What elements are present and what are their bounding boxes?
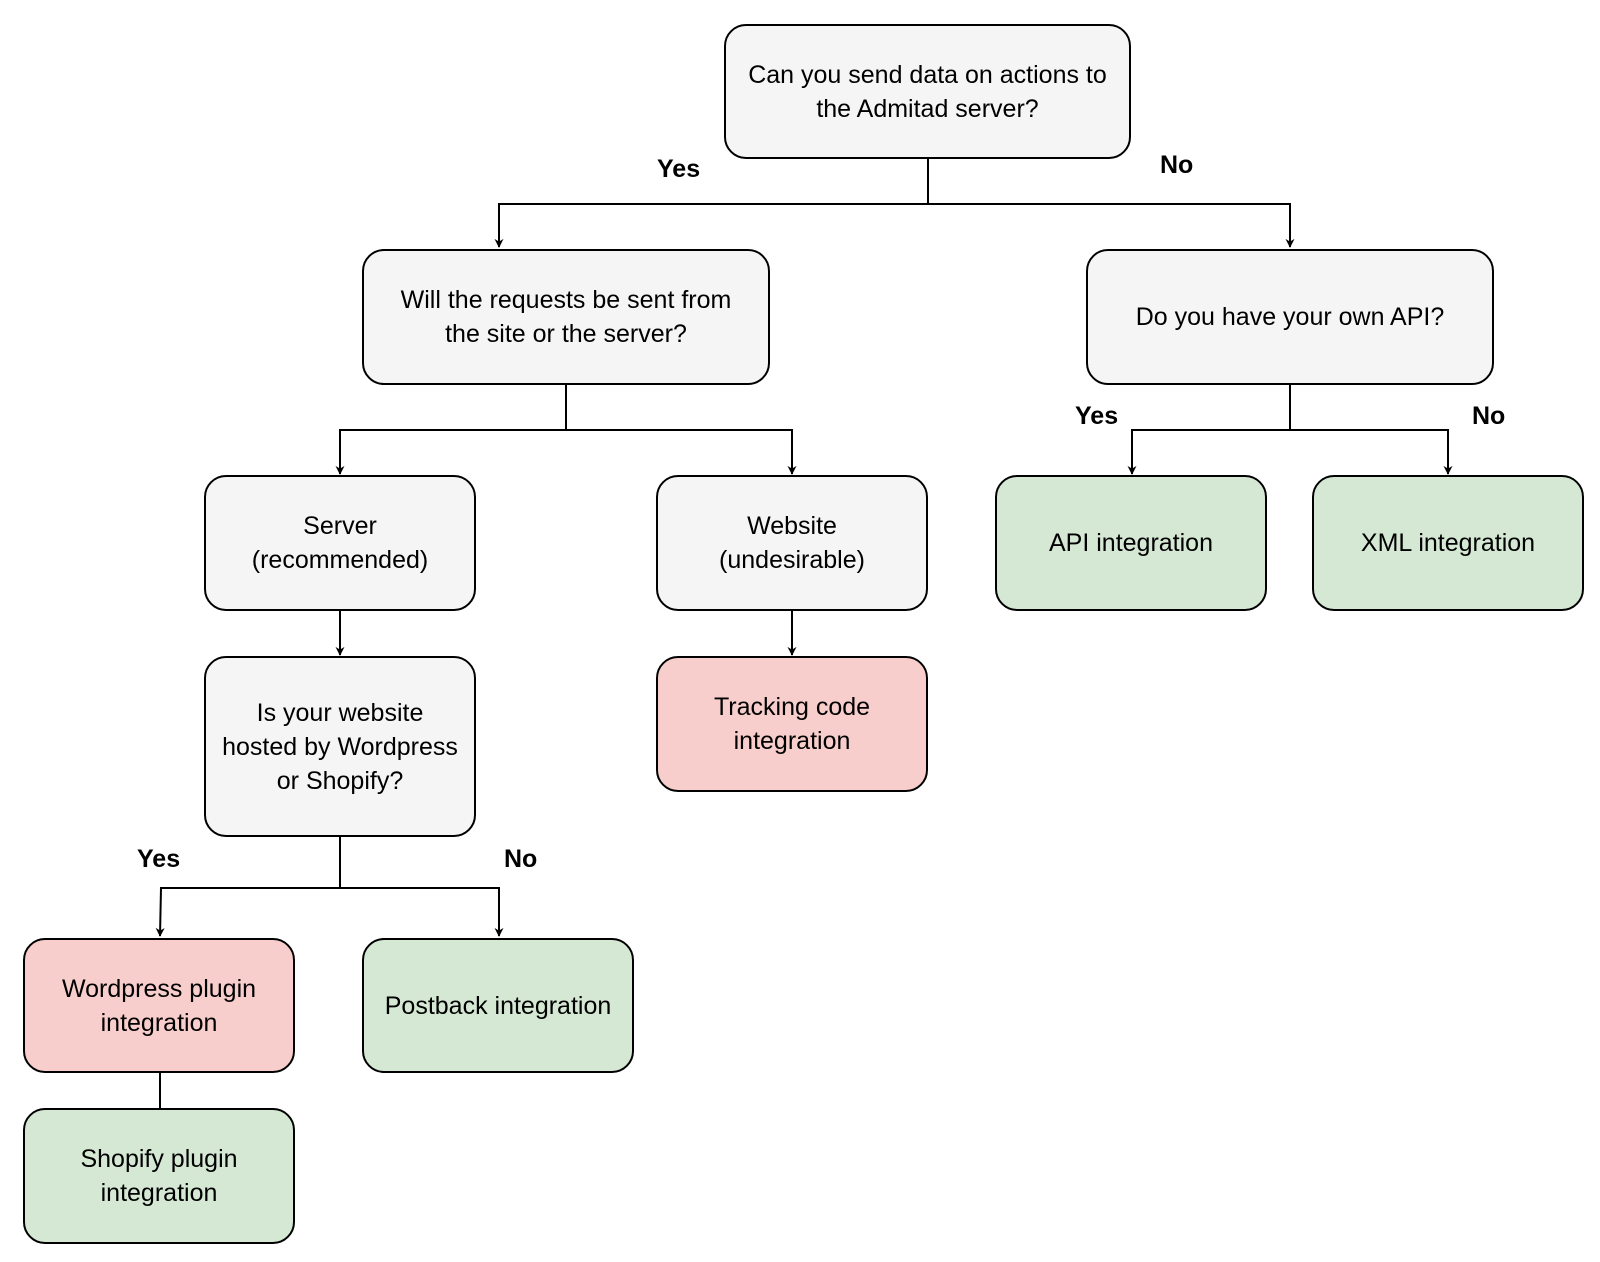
edge-hosted-to-wordpress [155,837,341,937]
node-hosted-question: Is your website hosted by Wordpress or S… [204,656,476,837]
edge-source-to-server [335,385,567,475]
node-postback-integration: Postback integration [362,938,634,1073]
node-request-source-question: Will the requests be sent from the site … [362,249,770,385]
edge-source-to-website [566,429,797,475]
edge-send-to-api [928,203,1295,248]
edge-label-send-yes: Yes [657,155,701,183]
edge-hosted-to-postback [340,887,504,937]
node-wordpress-plugin-integration: Wordpress plugin integration [23,938,295,1073]
node-xml-integration: XML integration [1312,475,1584,611]
edge-api-to-api-integration [1127,385,1291,475]
edge-api-to-xml-integration [1290,429,1453,475]
edge-label-send-no: No [1160,151,1194,179]
edge-label-api-no: No [1472,402,1506,430]
edge-label-hosted-yes: Yes [137,845,181,873]
node-server-recommended: Server (recommended) [204,475,476,611]
node-api-integration: API integration [995,475,1267,611]
edge-label-api-yes: Yes [1075,402,1119,430]
edge-label-hosted-no: No [504,845,538,873]
node-tracking-code-integration: Tracking code integration [656,656,928,792]
node-send-data-question: Can you send data on actions to the Admi… [724,24,1131,159]
node-website-undesirable: Website (undesirable) [656,475,928,611]
node-own-api-question: Do you have your own API? [1086,249,1494,385]
edge-send-to-source [494,159,929,248]
node-shopify-plugin-integration: Shopify plugin integration [23,1108,295,1244]
